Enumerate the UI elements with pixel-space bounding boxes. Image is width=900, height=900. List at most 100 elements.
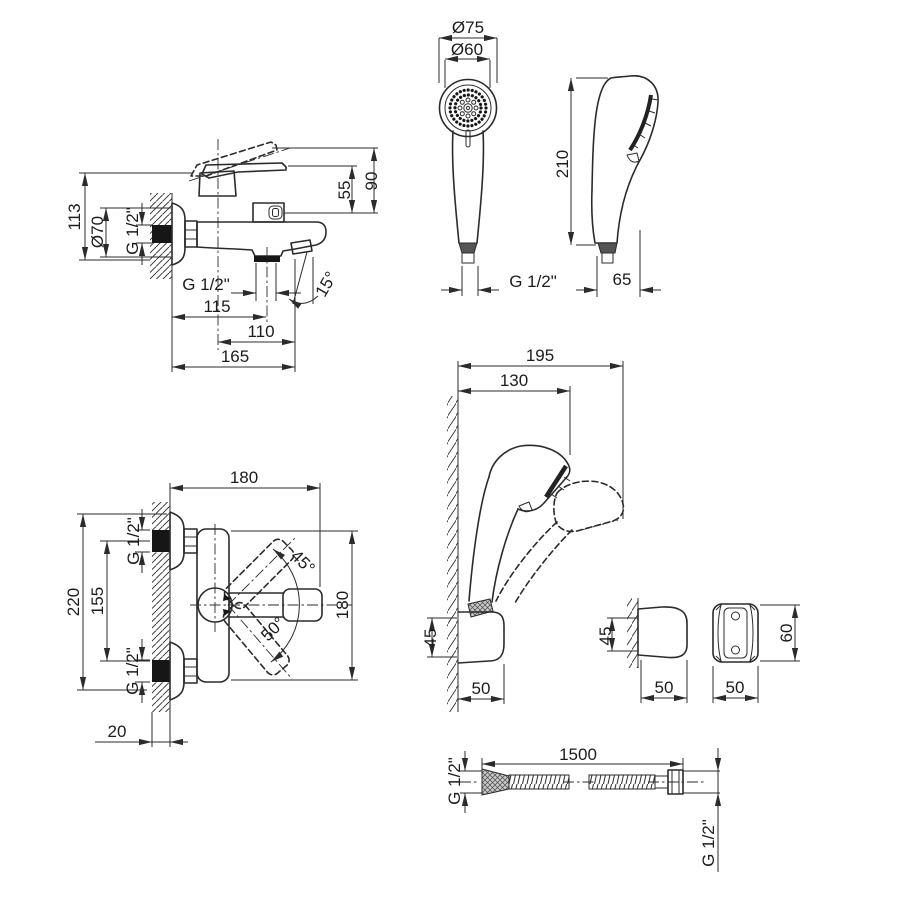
eccentric-connector-bottom: [152, 660, 170, 682]
dim-g12-label: G 1/2": [509, 272, 557, 291]
handset-head-outline: [438, 78, 498, 138]
dim-45-label: 45: [421, 629, 440, 648]
view-hose: 1500 G 1/2" G 1/2": [445, 745, 722, 872]
lever-handle: [201, 162, 287, 179]
dimension-lines: [77, 483, 358, 747]
spray-face-edge: [628, 94, 653, 152]
trickle-nub: [518, 501, 533, 513]
hex-nut: [184, 220, 198, 248]
dim-g12-spout-label: G 1/2": [182, 275, 230, 294]
dim-65-label: 65: [613, 270, 632, 289]
dimension-lines: [79, 147, 378, 372]
wall-hatch: [627, 598, 638, 668]
eccentric-connector: [152, 225, 172, 243]
face-slot: [465, 129, 471, 148]
spray-face-ticks: [631, 98, 659, 149]
view-handset-side: 210 65: [553, 75, 661, 297]
corner-shading: [715, 603, 756, 663]
wall-hatch: [447, 396, 458, 712]
swing-arc: [270, 548, 300, 663]
dim-45-label: 45: [596, 627, 615, 646]
handle-left-edge: [451, 130, 460, 244]
screw-hole-bottom: [731, 645, 740, 655]
thread-pipe: [461, 252, 475, 264]
dim-g12-right-label: G 1/2": [699, 819, 718, 867]
bracket-profile: [637, 606, 688, 659]
trickle-nub: [626, 152, 640, 163]
hose-connector: [458, 242, 478, 254]
view-holder-side: 45 50: [596, 598, 688, 703]
dim-50-label: 50: [472, 679, 491, 698]
handle-dashed-left: [495, 521, 558, 602]
dim-210-label: 210: [553, 150, 572, 178]
view-holder-front: 60 50: [712, 603, 800, 703]
dim-180-right-label: 180: [333, 591, 352, 619]
handset-profile: [590, 75, 659, 244]
dim-115-label: 115: [203, 297, 230, 316]
dim-180-top-label: 180: [230, 468, 258, 487]
view-holder-main: 195 130 45 50: [421, 346, 625, 712]
handset-head-dashed: [553, 480, 625, 533]
dim-g12-wall-label: G 1/2": [123, 207, 142, 255]
handle-right-edge: [476, 130, 485, 244]
mixer-body: [196, 221, 327, 257]
dim-1500-label: 1500: [559, 745, 597, 764]
mixer-body: [196, 528, 230, 683]
holder-cup: [457, 611, 505, 664]
hose-segment-left: [508, 774, 570, 790]
dim-130-label: 130: [500, 371, 528, 390]
view-handset-front: Ø75 Ø60 G 1/2": [438, 18, 557, 296]
dim-g12-bottom-label: G 1/2": [123, 647, 142, 695]
dimension-lines: [712, 604, 800, 703]
dim-60-label: 60: [777, 624, 796, 643]
dimension-lines: [567, 77, 661, 297]
bracket-inner-panel: [723, 607, 748, 659]
dim-55-label: 55: [335, 181, 354, 200]
flange-bottom: [169, 641, 185, 701]
lever-axis-centerline: [188, 147, 291, 182]
dim-g12-left-label: G 1/2": [445, 757, 464, 805]
hose-cone-connector: [481, 768, 510, 796]
flange: [171, 202, 186, 266]
dim-50-label: 50: [655, 678, 674, 697]
nozzle-ring-inner: [457, 97, 479, 119]
eccentric-connector-top: [152, 530, 170, 552]
dim-113-label: 113: [65, 203, 84, 230]
nozzle-ring-outer: [448, 88, 488, 128]
dim-20-label: 20: [108, 722, 127, 741]
dim-g12-top-label: G 1/2": [124, 517, 143, 565]
dim-50-label: 50: [726, 678, 745, 697]
flange-top: [169, 511, 185, 571]
handle-right-edge: [491, 508, 519, 603]
thread-pipe: [601, 252, 614, 264]
bracket-outline: [712, 603, 759, 663]
spray-face-edge: [544, 464, 568, 499]
dimension-lines: [427, 361, 624, 704]
dim-90-label: 90: [362, 172, 381, 191]
dim-15deg-label: 15°: [312, 268, 341, 300]
dim-155-label: 155: [88, 587, 107, 615]
dimension-lines: [438, 34, 499, 296]
dim-165-label: 165: [221, 347, 249, 366]
dimension-lines: [607, 617, 688, 703]
view-mixer-side: 113 Ø70 G 1/2" 55 90 15° G 1/2" 115 110 …: [65, 139, 381, 372]
handset-head: [488, 444, 571, 512]
hose-segment-right: [588, 774, 656, 790]
lever-handle-raised-dashed: [190, 141, 278, 177]
screw-hole-top: [731, 611, 740, 621]
dimension-lines: [460, 748, 722, 872]
handle-dashed-right: [514, 529, 573, 604]
spray-face-ticks: [550, 476, 571, 499]
rotation-arrow-up: [223, 594, 231, 601]
dim-220-label: 220: [64, 588, 83, 616]
handle-left-edge: [468, 476, 490, 602]
spray-face: [444, 84, 492, 132]
view-mixer-top: 180 220 155 G 1/2" G 1/2" 45° 50° 180 20: [64, 468, 358, 747]
hose-connector: [467, 598, 494, 618]
dim-70-label: Ø70: [88, 216, 107, 248]
hose-connector: [597, 242, 618, 254]
dim-75-label: Ø75: [452, 18, 484, 37]
diverter-knob: [268, 205, 283, 220]
